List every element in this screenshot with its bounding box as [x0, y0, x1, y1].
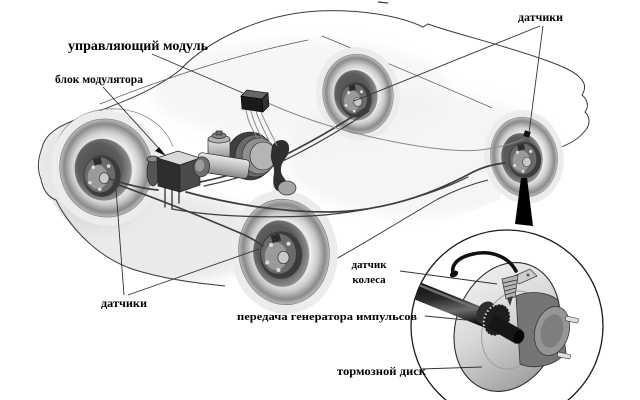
car-sill-line	[335, 179, 489, 260]
hub-rear-right	[508, 141, 542, 179]
label-modulator-block: блок модулятора	[55, 74, 143, 86]
ecu-sensor-wire	[267, 102, 525, 152]
booster-bracket	[270, 140, 297, 196]
leader-sensors-top-left	[353, 25, 541, 102]
modulator-drop-pipes	[164, 187, 180, 210]
disc-hub-drum	[515, 292, 579, 368]
label-brake-disc: тормозной диск	[337, 366, 426, 378]
leader-sensors-top-right	[528, 25, 544, 134]
label-sensors-top: датчики	[518, 12, 563, 24]
leader-modulator-arrowhead	[155, 147, 166, 156]
brake-line-rear-right-2	[171, 176, 469, 218]
roof-dash	[377, 1, 389, 4]
wheel-stud-bottom	[556, 351, 571, 360]
label-control-module: управляющий модуль	[68, 39, 209, 54]
wheel-sensor-inset	[449, 251, 538, 306]
master-cylinder-body	[193, 152, 251, 179]
label-wheel-sensor-line2: колеса	[352, 274, 386, 286]
ecu-wires	[245, 102, 525, 152]
rear-belt-line	[321, 35, 493, 109]
brake-line-front-right	[112, 182, 264, 247]
label-sensors-bottom: датчики	[101, 298, 147, 310]
ecu-box	[240, 89, 270, 113]
hub-front-left	[82, 154, 122, 198]
hub-front-right	[259, 230, 303, 280]
car-upper-silhouette	[41, 10, 590, 171]
leader-sensors-bottom-left	[115, 188, 125, 296]
brake-line-front-left	[109, 178, 159, 191]
axle-shaft	[411, 279, 525, 344]
car-outline	[38, 1, 590, 287]
leader-control-module	[151, 53, 244, 94]
wheel-stud-top	[564, 315, 579, 324]
ecu-module	[240, 89, 525, 152]
brake-line-rear-left-2	[203, 110, 370, 187]
leader-wheel-sensor	[399, 270, 498, 285]
label-pulse-generator: передача генератора импульсов	[237, 311, 417, 323]
leader-sensors-bottom-right	[127, 248, 260, 296]
inset-contents	[411, 251, 579, 392]
callout-wedge	[515, 178, 533, 226]
master-cylinder-assembly	[193, 130, 297, 196]
car-front-lower	[38, 147, 226, 287]
sensor-cable	[450, 251, 518, 275]
leader-pulse-generator	[424, 315, 467, 321]
inset-leader-lines	[399, 270, 498, 370]
hood-belt-line	[99, 39, 309, 105]
leader-lines	[102, 25, 544, 296]
front-wheel-arch	[55, 108, 174, 148]
leader-brake-disc	[420, 366, 483, 370]
leader-modulator	[102, 86, 165, 155]
label-wheel-sensor-line1: датчик	[351, 259, 387, 271]
